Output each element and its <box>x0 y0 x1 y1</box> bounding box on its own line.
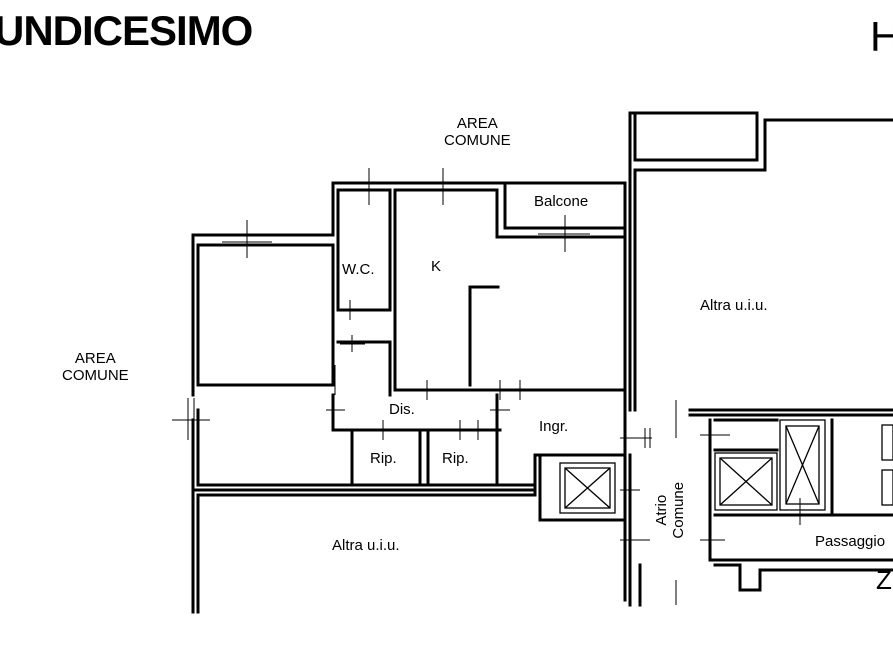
kitchen-walls <box>393 188 627 392</box>
wc-walls <box>336 188 392 397</box>
kitchen-label: K <box>431 258 442 275</box>
atrio-walls <box>538 418 893 607</box>
apartment-walls <box>191 181 627 614</box>
building-letter: H <box>870 13 893 60</box>
rip-2-label: Rip. <box>442 450 469 467</box>
area-comune-left-label: AREA COMUNE <box>62 350 129 385</box>
right-unit-walls <box>628 111 893 417</box>
dis-label: Dis. <box>389 401 415 418</box>
atrio-comune-label: Atrio Comune <box>653 481 688 539</box>
wc-label: W.C. <box>342 261 375 278</box>
altra-uiu-right-label: Altra u.i.u. <box>700 297 768 314</box>
area-comune-top-label: AREA COMUNE <box>444 115 511 150</box>
door-ticks <box>326 300 801 605</box>
ingr-label: Ingr. <box>539 418 569 435</box>
window-symbols <box>172 168 590 440</box>
floor-title: UNDICESIMO <box>0 7 253 54</box>
rip-1-label: Rip. <box>370 450 397 467</box>
passaggio-label: Passaggio <box>815 533 886 550</box>
altra-uiu-bottom-label: Altra u.i.u. <box>332 537 400 554</box>
corridor-walls <box>331 393 627 487</box>
balcone-label: Balcone <box>534 193 589 210</box>
z-label: Z <box>876 565 892 595</box>
